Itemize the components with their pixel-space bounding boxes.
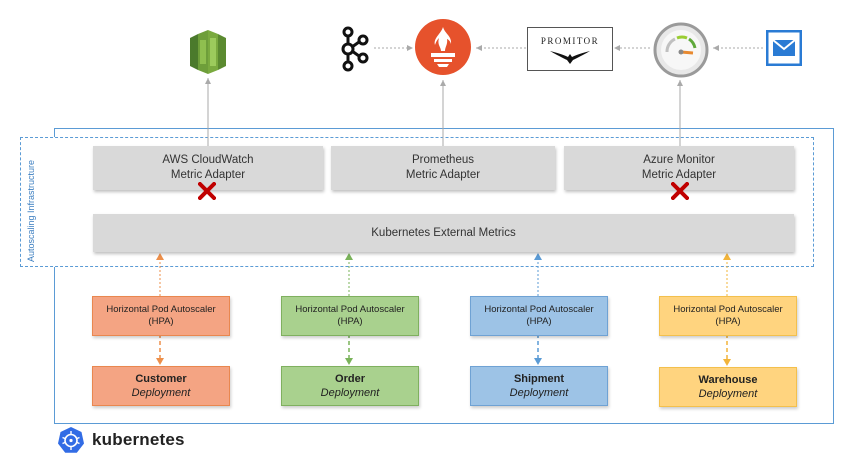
aws-cloudwatch-icon (190, 30, 226, 74)
order-deployment[interactable]: Order Deployment (281, 366, 419, 406)
hpa-line2: (HPA) (715, 316, 741, 327)
cloudwatch-disabled-x-icon (198, 182, 216, 200)
hpa-line2: (HPA) (148, 316, 174, 327)
deployment-type: Deployment (698, 388, 758, 400)
adapter-line1: AWS CloudWatch (162, 154, 254, 166)
hpa-line1: Horizontal Pod Autoscaler (295, 304, 405, 315)
hpa-up-arrows (156, 253, 731, 296)
warehouse-deployment[interactable]: Warehouse Deployment (659, 367, 797, 407)
azure-monitor-disabled-x-icon (671, 182, 689, 200)
shipment-deployment[interactable]: Shipment Deployment (470, 366, 608, 406)
order-hpa[interactable]: Horizontal Pod Autoscaler (HPA) (281, 296, 419, 336)
adapter-line2: Metric Adapter (170, 169, 246, 181)
customer-deployment[interactable]: Customer Deployment (92, 366, 230, 406)
deployment-type: Deployment (509, 387, 569, 399)
deployment-type: Deployment (320, 387, 380, 399)
azure-monitor-adapter[interactable]: Azure Monitor Metric Adapter (564, 146, 794, 190)
hpa-line1: Horizontal Pod Autoscaler (106, 304, 216, 315)
azure-queue-icon (766, 30, 802, 66)
hpa-line2: (HPA) (526, 316, 552, 327)
kubernetes-external-metrics[interactable]: Kubernetes External Metrics (93, 214, 794, 252)
azure-monitor-icon (653, 22, 709, 78)
external-metrics-label: Kubernetes External Metrics (371, 226, 516, 239)
adapter-line2: Metric Adapter (405, 169, 481, 181)
kafka-icon (341, 26, 369, 72)
aws-cloudwatch-adapter[interactable]: AWS CloudWatch Metric Adapter (93, 146, 323, 190)
kubernetes-logo-icon (58, 427, 84, 453)
hpa-down-arrows (156, 334, 731, 366)
warehouse-hpa[interactable]: Horizontal Pod Autoscaler (HPA) (659, 296, 797, 336)
customer-hpa[interactable]: Horizontal Pod Autoscaler (HPA) (92, 296, 230, 336)
adapter-line1: Azure Monitor (643, 154, 715, 166)
kubernetes-brand-text: kubernetes (92, 430, 185, 449)
adapter-line1: Prometheus (411, 154, 474, 166)
promitor-label: PROMITOR (540, 36, 600, 46)
shipment-hpa[interactable]: Horizontal Pod Autoscaler (HPA) (470, 296, 608, 336)
hpa-line1: Horizontal Pod Autoscaler (673, 304, 783, 315)
deployment-name: Warehouse (698, 374, 758, 386)
deployment-name: Customer (135, 373, 187, 385)
prometheus-adapter[interactable]: Prometheus Metric Adapter (331, 146, 555, 190)
promitor-logo: PROMITOR (527, 27, 613, 71)
deployment-type: Deployment (131, 387, 191, 399)
hpa-line1: Horizontal Pod Autoscaler (484, 304, 594, 315)
deployment-name: Shipment (513, 373, 565, 385)
prometheus-icon (415, 19, 471, 75)
kubernetes-cluster-border (54, 128, 834, 424)
promitor-bird-icon (550, 51, 590, 64)
hpa-line2: (HPA) (337, 316, 363, 327)
adapter-line2: Metric Adapter (641, 169, 717, 181)
deployment-name: Order (335, 373, 365, 385)
